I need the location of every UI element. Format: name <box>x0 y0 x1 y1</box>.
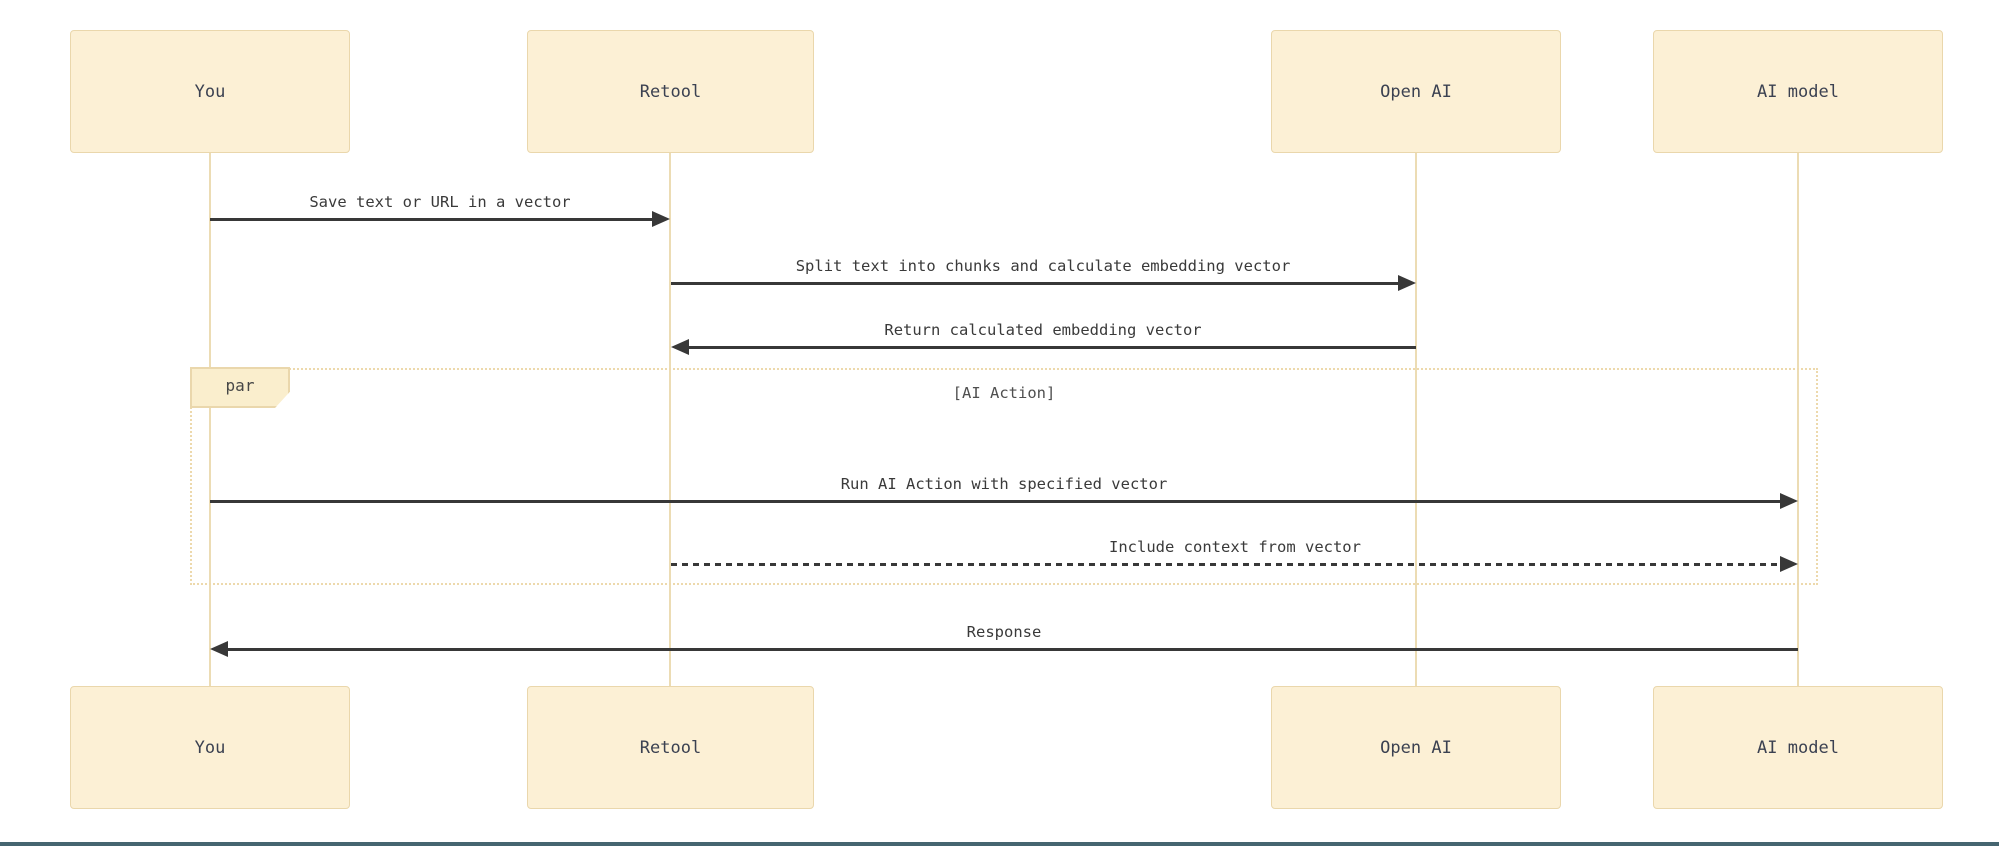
lifeline-aimodel <box>1797 153 1799 686</box>
actor-label: You <box>194 81 226 102</box>
message-line-dashed <box>671 563 1780 566</box>
arrowhead-left-icon <box>210 641 228 657</box>
actor-label: Retool <box>639 737 702 758</box>
lifeline-you <box>209 153 211 686</box>
message-label: Include context from vector <box>1109 538 1361 556</box>
actor-box-you-top: You <box>70 30 350 153</box>
actor-label: AI model <box>1757 737 1839 758</box>
actor-box-openai-top: Open AI <box>1271 30 1561 153</box>
par-label: par <box>190 367 290 408</box>
par-label-text: par <box>225 376 255 395</box>
message-line <box>687 346 1416 349</box>
actor-box-retool-bottom: Retool <box>527 686 814 809</box>
message-label: Return calculated embedding vector <box>884 321 1202 339</box>
lifeline-openai <box>1415 153 1417 686</box>
actor-label: You <box>194 737 226 758</box>
par-block <box>190 368 1818 585</box>
message-label: Run AI Action with specified vector <box>840 475 1168 493</box>
actor-box-you-bottom: You <box>70 686 350 809</box>
message-line <box>210 500 1780 503</box>
actor-box-aimodel-bottom: AI model <box>1653 686 1943 809</box>
actor-box-openai-bottom: Open AI <box>1271 686 1561 809</box>
message-line <box>671 282 1398 285</box>
arrowhead-left-icon <box>671 339 689 355</box>
message-line <box>210 218 652 221</box>
message-label: Save text or URL in a vector <box>309 193 571 211</box>
arrowhead-right-icon <box>1780 493 1798 509</box>
bottom-border-bar <box>0 842 1999 846</box>
arrowhead-right-icon <box>1780 556 1798 572</box>
arrowhead-right-icon <box>1398 275 1416 291</box>
lifeline-retool <box>669 153 671 686</box>
actor-box-retool-top: Retool <box>527 30 814 153</box>
actor-label: Retool <box>639 81 702 102</box>
message-label: Response <box>966 623 1042 641</box>
actor-label: Open AI <box>1380 81 1452 102</box>
actor-box-aimodel-top: AI model <box>1653 30 1943 153</box>
actor-label: Open AI <box>1380 737 1452 758</box>
message-line <box>226 648 1798 651</box>
actor-label: AI model <box>1757 81 1839 102</box>
arrowhead-right-icon <box>652 211 670 227</box>
message-label: Split text into chunks and calculate emb… <box>795 257 1291 275</box>
par-condition-label: [AI Action] <box>952 384 1056 402</box>
